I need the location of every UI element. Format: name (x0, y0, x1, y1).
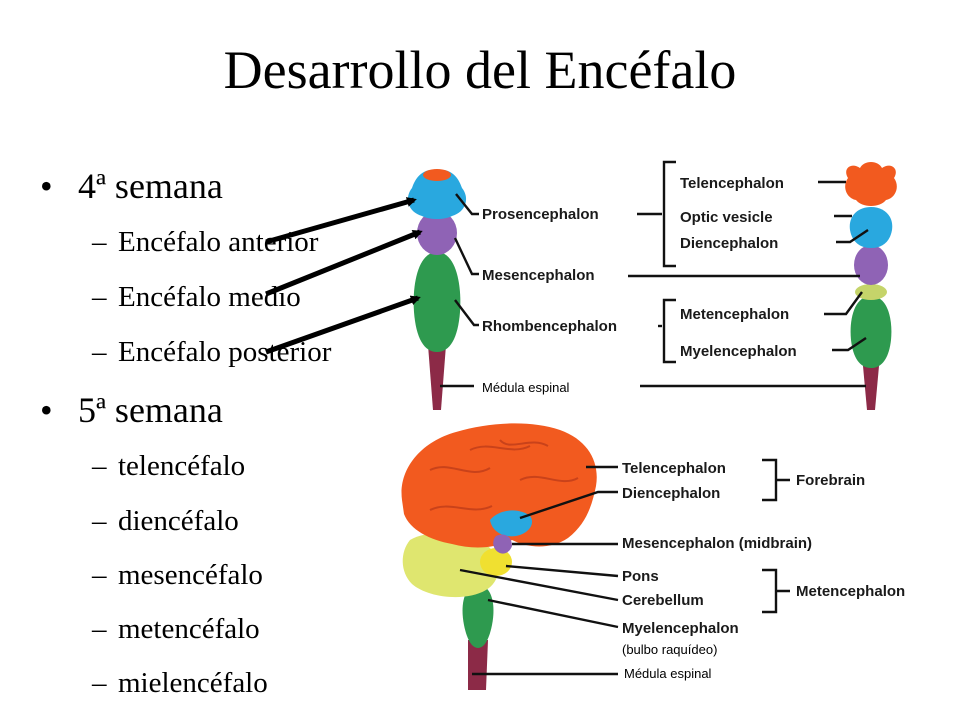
label-cerebellum: Cerebellum (622, 592, 704, 609)
bracket-metencephalon-bottom (762, 568, 790, 614)
slide-title: Desarrollo del Encéfalo (223, 40, 737, 100)
dash: – (92, 336, 107, 368)
sub-item-label: diencéfalo (118, 505, 239, 537)
leader-mesencephalon (453, 237, 860, 278)
label-forebrain: Forebrain (796, 472, 865, 489)
arrow-medio (265, 229, 423, 297)
arrow-anterior (265, 197, 417, 245)
sub-item-label: mielencéfalo (118, 667, 268, 699)
bottom-diagram: Telencephalon Diencephalon Mesencephalon… (401, 423, 905, 690)
telencephalon-shape (845, 162, 897, 206)
adult-brain-illustration (401, 423, 597, 690)
three-vesicle-tube (407, 169, 467, 410)
top-diagram: Prosencephalon Mesencephalon Rhombenceph… (407, 160, 897, 410)
leader-myelencephalon-top (832, 337, 867, 352)
bracket-rhombencephalon (662, 298, 676, 364)
label-diencephalon-bottom: Diencephalon (622, 485, 720, 502)
bullet-dot: • (40, 390, 53, 430)
dash: – (92, 450, 107, 482)
cerebrum-folds (429, 439, 579, 511)
label-spinal-cord-top: Médula espinal (482, 380, 570, 395)
sub-item-diencefalo: –diencéfalo (92, 504, 239, 538)
leader-pons (505, 564, 619, 578)
sub-item-label: Encéfalo medio (118, 281, 301, 313)
spinal-cord-shape-right (862, 355, 880, 410)
mesencephalon-shape (417, 211, 457, 255)
label-myelencephalon-bottom: Myelencephalon (622, 620, 739, 637)
metencephalon-ring (855, 284, 887, 300)
sub-item-encefalo-medio: –Encéfalo medio (92, 280, 301, 314)
rhombencephalon-shape (413, 252, 461, 352)
sub-item-label: mesencéfalo (118, 559, 263, 591)
label-optic-vesicle: Optic vesicle (680, 209, 773, 226)
prosencephalon-shape (407, 169, 467, 219)
sub-item-telencefalo: –telencéfalo (92, 449, 245, 483)
leader-metencephalon-top (824, 291, 863, 316)
label-rhombencephalon: Rhombencephalon (482, 318, 617, 335)
bullet-week5: • 5ª semana (40, 390, 223, 430)
bullet-week4: • 4ª semana (40, 166, 223, 206)
myelencephalon-shape-bottom (462, 585, 494, 648)
myelencephalon-shape (850, 296, 892, 368)
leader-rhombencephalon (454, 299, 479, 327)
label-spinal-cord-bottom: Médula espinal (624, 666, 712, 681)
dash: – (92, 559, 107, 591)
sub-item-mesencefalo: –mesencéfalo (92, 558, 263, 592)
dash: – (92, 226, 107, 258)
label-prosencephalon: Prosencephalon (482, 206, 599, 223)
telencephalon-cerebrum (401, 423, 597, 548)
spinal-cord-shape-bottom (468, 640, 488, 690)
sub-item-mielencefalo: –mielencéfalo (92, 666, 268, 700)
bullet-week4-label: 4ª semana (78, 166, 223, 206)
bullet-week5-label: 5ª semana (78, 390, 223, 430)
leader-prosencephalon (455, 193, 479, 216)
label-bulbo-raquideo: (bulbo raquídeo) (622, 642, 717, 657)
dash: – (92, 613, 107, 645)
diencephalon-shape (849, 207, 893, 248)
mesencephalon-shape-right (854, 245, 888, 285)
label-pons: Pons (622, 568, 659, 585)
leader-myelencephalon-bottom (487, 598, 619, 629)
mesencephalon-shape-bottom (493, 534, 512, 554)
bracket-prosencephalon (662, 160, 676, 268)
dash: – (92, 281, 107, 313)
pointer-arrows (265, 197, 423, 355)
label-metencephalon-bottom: Metencephalon (796, 583, 905, 600)
label-telencephalon-bottom: Telencephalon (622, 460, 726, 477)
leader-diencephalon-bottom (519, 490, 618, 520)
sub-item-label: metencéfalo (118, 613, 260, 645)
cerebellum-shape (402, 533, 499, 598)
dash: – (92, 667, 107, 699)
label-mesencephalon: Mesencephalon (482, 267, 595, 284)
spinal-cord-shape (428, 345, 446, 410)
prosencephalon-cap (423, 169, 451, 181)
label-mesencephalon-bottom: Mesencephalon (midbrain) (622, 535, 812, 552)
bullet-dot: • (40, 166, 53, 206)
arrow-posterior (265, 295, 421, 355)
label-myelencephalon-top: Myelencephalon (680, 343, 797, 360)
sub-item-encefalo-anterior: –Encéfalo anterior (92, 225, 318, 259)
label-metencephalon-top: Metencephalon (680, 306, 789, 323)
label-diencephalon-top: Diencephalon (680, 235, 778, 252)
dash: – (92, 505, 107, 537)
leader-diencephalon-top (836, 229, 869, 244)
sub-item-metencefalo: –metencéfalo (92, 612, 260, 646)
sub-item-label: telencéfalo (118, 450, 246, 482)
bracket-forebrain (762, 458, 790, 502)
leader-cerebellum (459, 568, 619, 602)
pons-shape (480, 548, 512, 576)
label-telencephalon-top: Telencephalon (680, 175, 784, 192)
five-vesicle-tube (845, 162, 897, 410)
sub-item-label: Encéfalo anterior (118, 226, 319, 258)
